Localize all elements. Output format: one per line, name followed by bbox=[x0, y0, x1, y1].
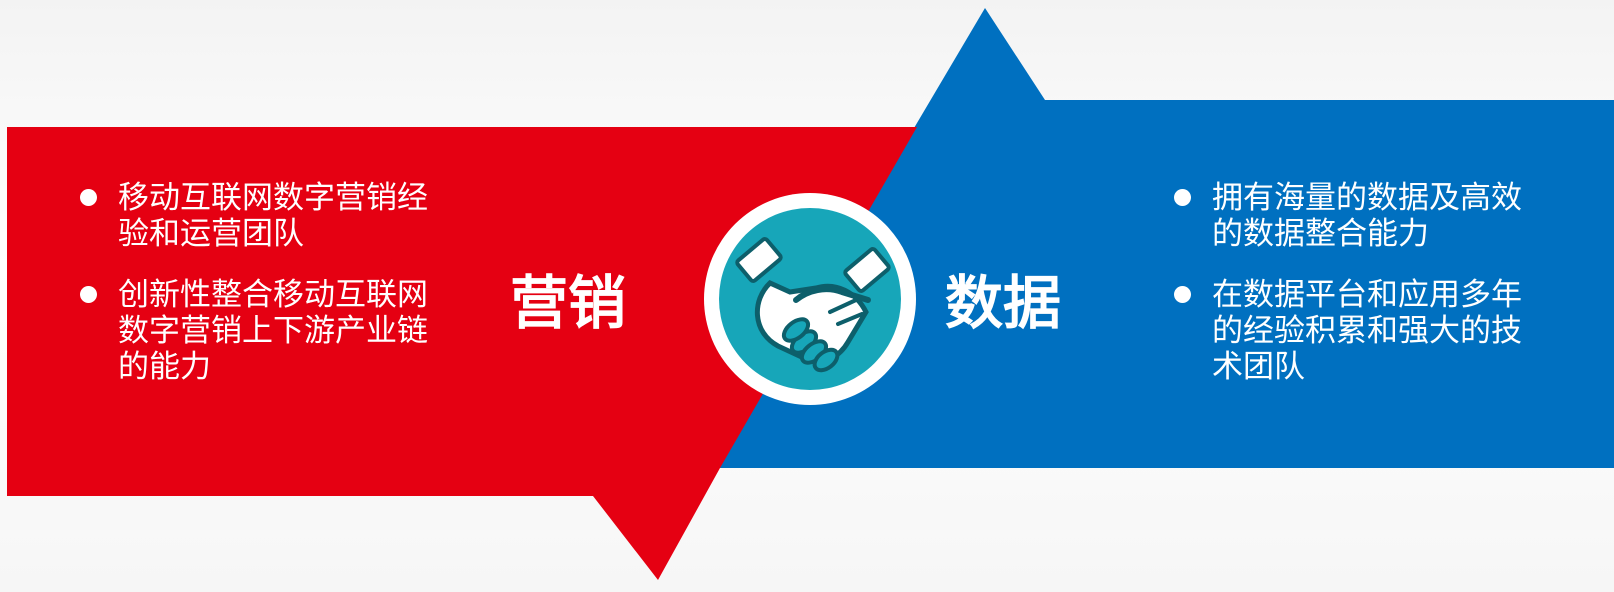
data-point-text: 在数据平台和应用多年的经验积累和强大的技术团队 bbox=[1212, 277, 1522, 385]
marketing-points: 移动互联网数字营销经验和运营团队 创新性整合移动互联网数字营销上下游产业链的能力 bbox=[78, 180, 438, 410]
bullet-dot bbox=[1174, 189, 1191, 206]
marketing-label: 营销 bbox=[510, 269, 627, 337]
list-item: 在数据平台和应用多年的经验积累和强大的技术团队 bbox=[1172, 277, 1532, 385]
list-item: 拥有海量的数据及高效的数据整合能力 bbox=[1172, 180, 1532, 252]
data-point-text: 拥有海量的数据及高效的数据整合能力 bbox=[1212, 180, 1522, 252]
data-points: 拥有海量的数据及高效的数据整合能力 在数据平台和应用多年的经验积累和强大的技术团… bbox=[1172, 180, 1532, 410]
data-arrow-shape bbox=[713, 8, 1614, 468]
bullet-dot bbox=[80, 189, 97, 206]
marketing-arrow-shape bbox=[7, 127, 917, 580]
handshake-icon bbox=[704, 193, 916, 405]
list-item: 移动互联网数字营销经验和运营团队 bbox=[78, 180, 438, 252]
data-label: 数据 bbox=[945, 269, 1062, 337]
list-item: 创新性整合移动互联网数字营销上下游产业链的能力 bbox=[78, 277, 438, 385]
bullet-dot bbox=[80, 286, 97, 303]
marketing-point-text: 移动互联网数字营销经验和运营团队 bbox=[118, 180, 428, 252]
marketing-point-text: 创新性整合移动互联网数字营销上下游产业链的能力 bbox=[118, 277, 428, 385]
bullet-dot bbox=[1174, 286, 1191, 303]
